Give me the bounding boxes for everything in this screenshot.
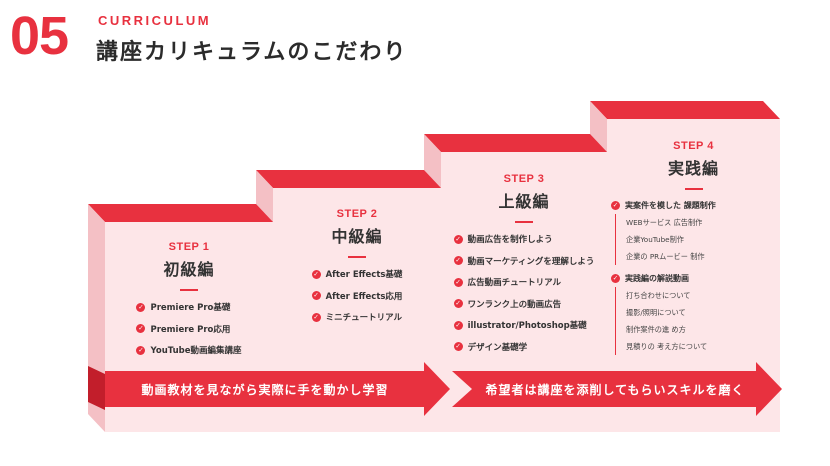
check-circle-icon: ✓ (311, 291, 321, 300)
section-title: 講座カリキュラムのこだわり (96, 40, 408, 65)
list-item: ✓After Effects応用 (311, 291, 403, 302)
list-item: ✓illustrator/Photoshop基礎 (453, 320, 587, 331)
check-circle-icon: ✓ (611, 274, 620, 283)
section-header: 05 CURRICULUM 講座カリキュラムのこだわり (10, 6, 610, 68)
step3-name: 上級編 (498, 192, 550, 211)
check-circle-icon: ✓ (453, 256, 463, 265)
check-circle-icon: ✓ (311, 312, 321, 322)
list-item: ✓After Effects基礎 (311, 269, 403, 280)
step1-label: STEP 1 (168, 241, 210, 253)
check-circle-icon: ✓ (453, 277, 463, 287)
list-item: ✓広告動画チュートリアル (453, 277, 561, 288)
step3-top-face (424, 134, 607, 152)
step2-items: ✓After Effects基礎 ✓After Effects応用 ✓ミニチュー… (311, 268, 403, 333)
step2-divider (348, 256, 366, 258)
step1-divider (180, 289, 198, 291)
check-circle-icon: ✓ (311, 269, 321, 279)
step2-name: 中級編 (331, 227, 383, 246)
check-circle-icon: ✓ (136, 324, 146, 333)
list-item: ✓YouTube動画編集講座 (136, 345, 242, 356)
step4-panel: STEP 4 実践編 ✓実案件を模した 課題制作 WEBサービス 広告制作 企業… (607, 140, 780, 363)
step1-name: 初級編 (163, 260, 215, 279)
list-item: 見積りの 考え方について (626, 342, 708, 351)
step3-panel: STEP 3 上級編 ✓動画広告を制作しよう ✓動画マーケティングを理解しよう … (441, 173, 607, 362)
list-item: ✓デザイン基礎学 (453, 342, 528, 353)
step1-top-face (88, 204, 273, 222)
check-circle-icon: ✓ (453, 320, 463, 330)
list-item: ✓ワンランク上の動画広告 (453, 299, 562, 310)
group-title: ✓実践編の解説動画 (611, 274, 689, 283)
arrow-1-shadow (88, 366, 105, 410)
section-eyebrow: CURRICULUM (98, 13, 212, 28)
step4-groups: ✓実案件を模した 課題制作 WEBサービス 広告制作 企業YouTube制作 企… (611, 200, 780, 355)
group-title: ✓実案件を模した 課題制作 (611, 201, 716, 210)
step4-label: STEP 4 (673, 140, 714, 152)
list-item: ✓Premiere Pro応用 (136, 324, 231, 335)
arrow-1-text: 動画教材を見ながら実際に手を動かし学習 (141, 383, 389, 397)
step2-top-face (256, 170, 441, 188)
list-item: 企業の PRムービー 制作 (626, 252, 705, 261)
step3-divider (515, 221, 533, 223)
step1-items: ✓Premiere Pro基礎 ✓Premiere Pro応用 ✓YouTube… (136, 301, 242, 366)
list-item: 制作案件の進 め方 (626, 325, 686, 334)
group-list: 打ち合わせについて 撮影/照明について 制作案件の進 め方 見積りの 考え方につ… (615, 287, 780, 355)
step2-label: STEP 2 (336, 208, 378, 220)
list-item: 打ち合わせについて (626, 291, 691, 300)
list-item: 企業YouTube制作 (626, 235, 684, 244)
check-circle-icon: ✓ (136, 302, 146, 312)
list-item: WEBサービス 広告制作 (626, 218, 703, 227)
group-list: WEBサービス 広告制作 企業YouTube制作 企業の PRムービー 制作 (615, 214, 780, 265)
step4-top-face (590, 101, 780, 119)
list-item: ✓動画マーケティングを理解しよう (453, 256, 595, 267)
list-item: ✓動画広告を制作しよう (453, 234, 553, 245)
section-number: 05 (10, 6, 69, 66)
step4-divider (684, 188, 703, 190)
arrow-2-text: 希望者は講座を添削してもらいスキルを磨く (485, 383, 745, 397)
check-circle-icon: ✓ (453, 234, 463, 244)
list-item: 撮影/照明について (626, 308, 686, 317)
check-circle-icon: ✓ (611, 201, 620, 210)
check-circle-icon: ✓ (136, 345, 146, 355)
list-item: ✓Premiere Pro基礎 (136, 302, 231, 313)
arrow-1 (105, 362, 450, 416)
check-circle-icon: ✓ (453, 299, 463, 308)
step1-panel: STEP 1 初級編 ✓Premiere Pro基礎 ✓Premiere Pro… (105, 241, 273, 366)
step3-items: ✓動画広告を制作しよう ✓動画マーケティングを理解しよう ✓広告動画チュートリア… (453, 233, 595, 362)
check-circle-icon: ✓ (453, 342, 463, 351)
step3-label: STEP 3 (503, 173, 545, 185)
step2-panel: STEP 2 中級編 ✓After Effects基礎 ✓After Effec… (273, 208, 441, 333)
step4-name: 実践編 (667, 159, 719, 178)
arrow-2 (452, 362, 782, 416)
list-item: ✓ミニチュートリアル (311, 312, 402, 323)
